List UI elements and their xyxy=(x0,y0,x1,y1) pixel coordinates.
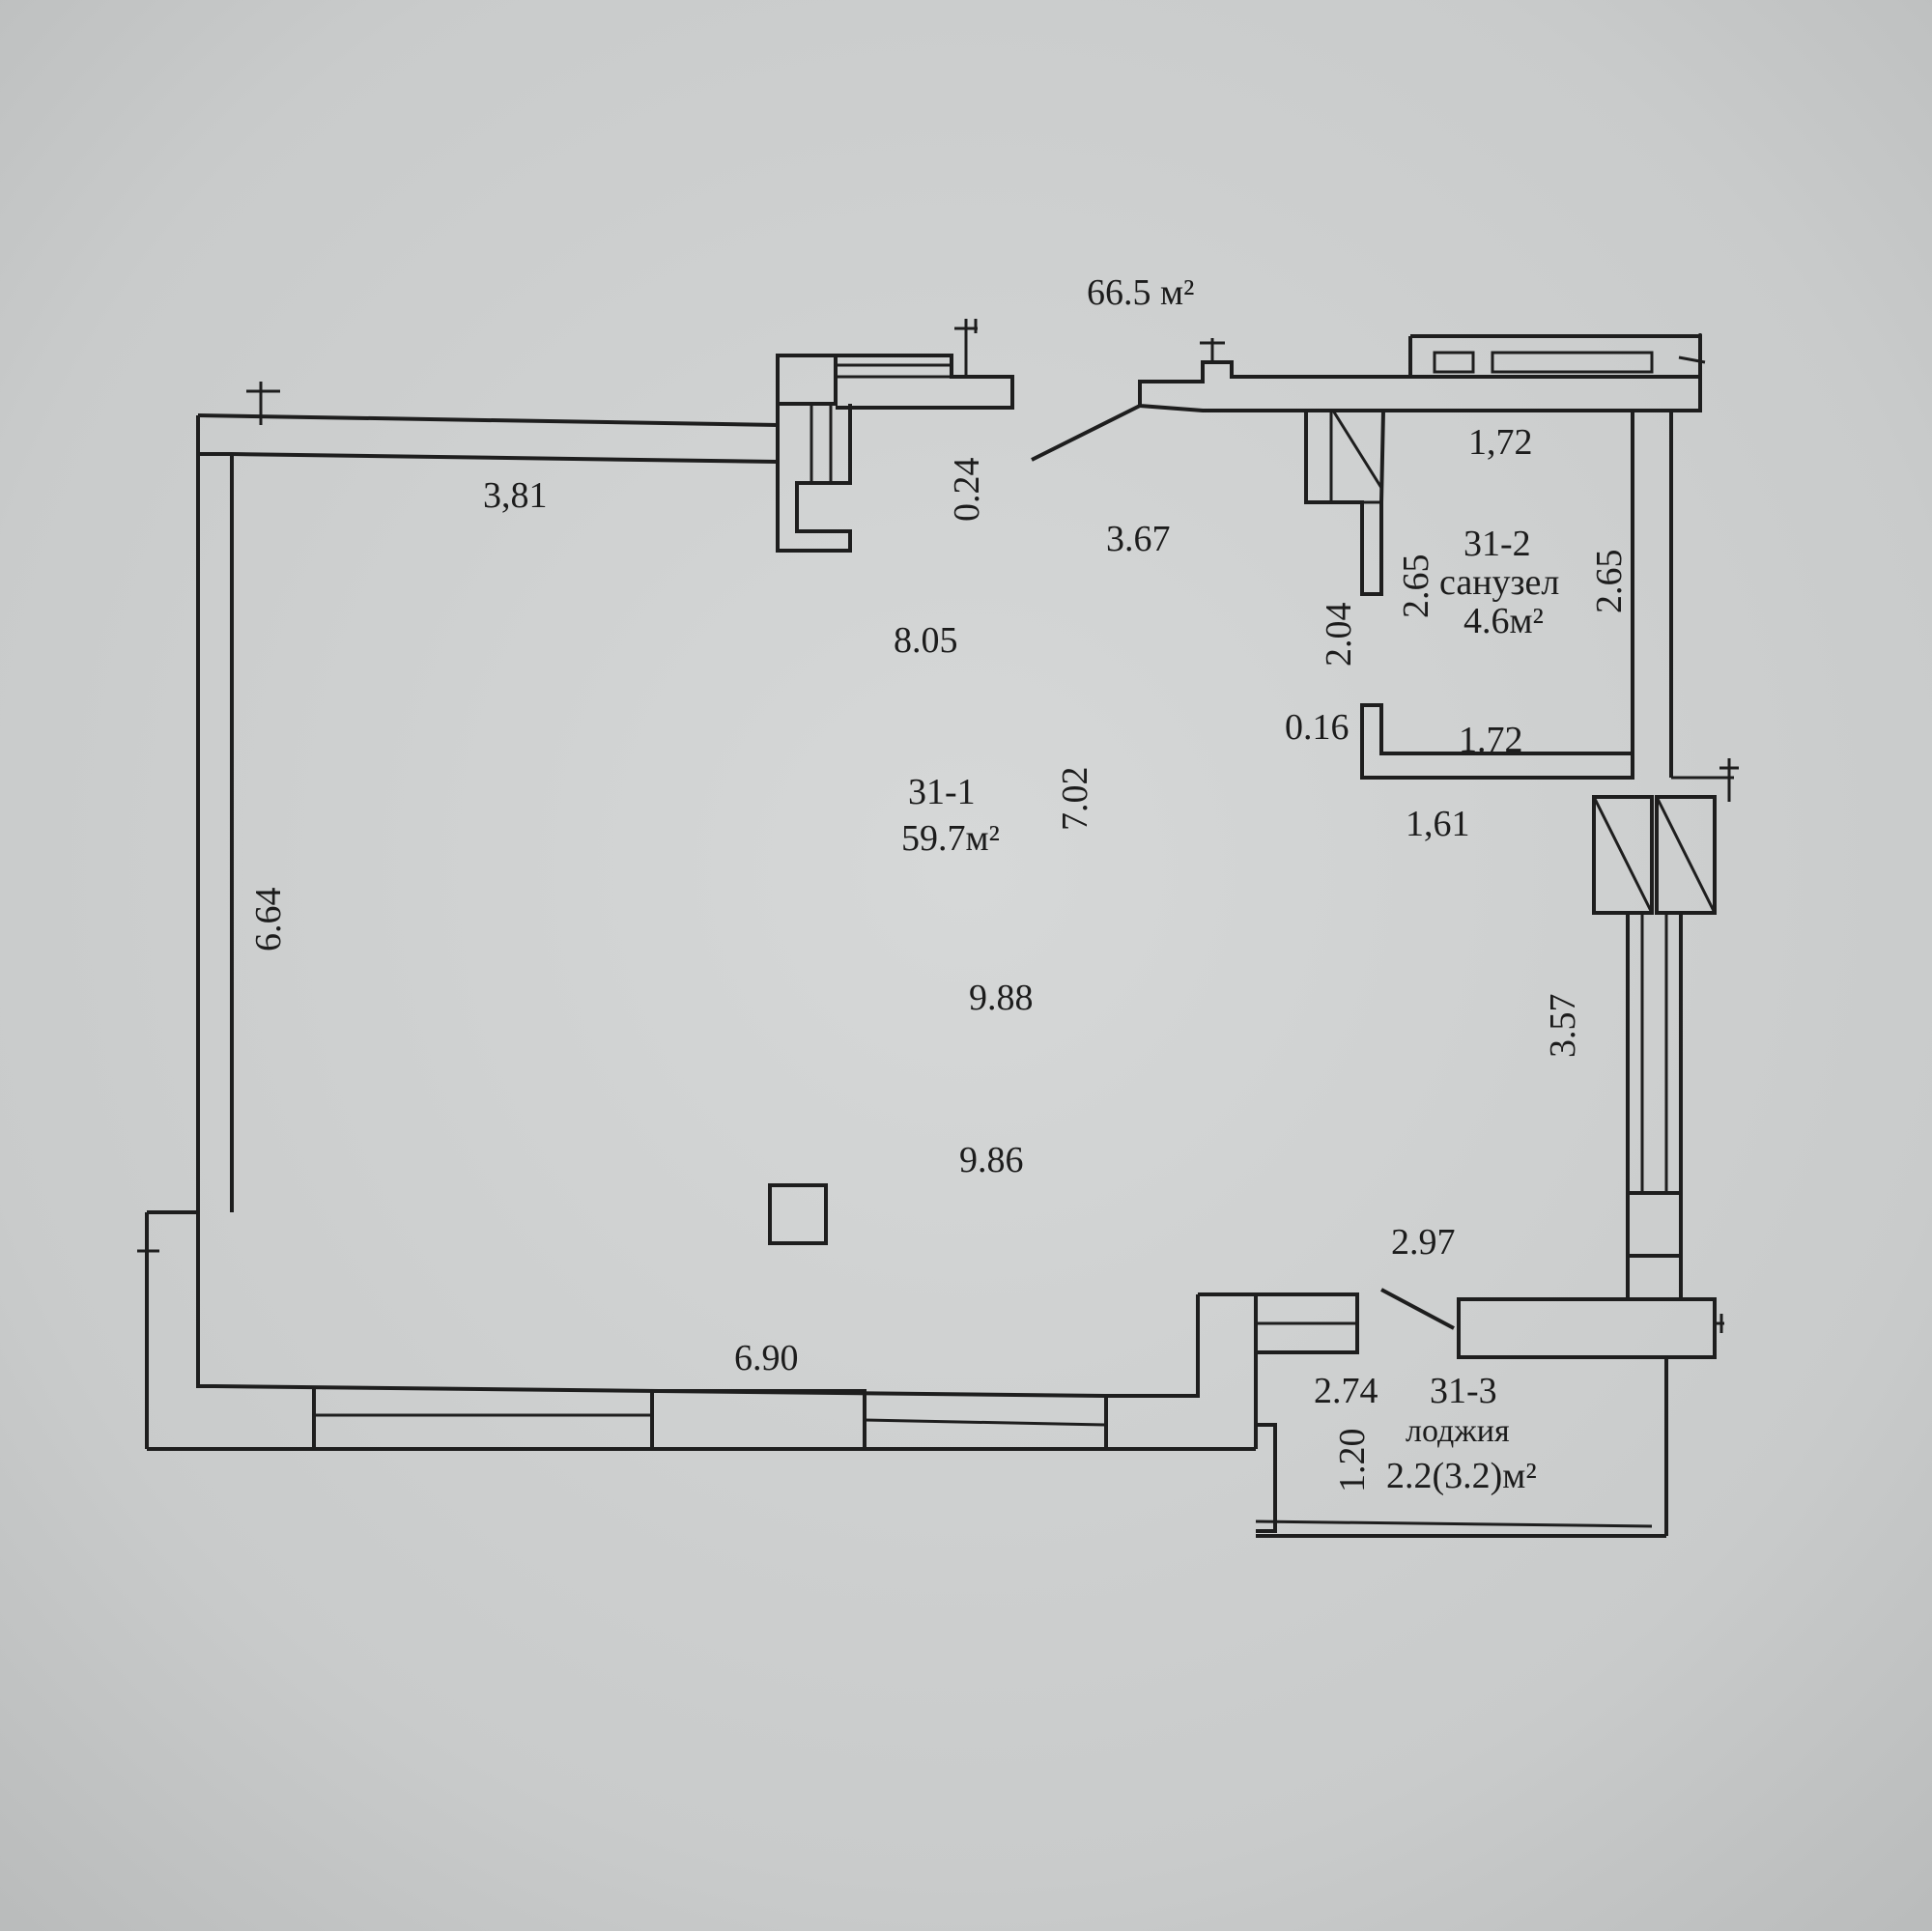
dim-3-67: 3.67 xyxy=(1106,519,1171,559)
dim-3-57: 3.57 xyxy=(1543,994,1583,1059)
loggia-room-number: 31-3 xyxy=(1430,1371,1497,1411)
dim-3-81: 3,81 xyxy=(483,475,548,516)
loggia-room-area: 2.2(3.2)м² xyxy=(1386,1456,1537,1496)
loggia-room-name: лоджия xyxy=(1406,1413,1510,1449)
main-room-walls xyxy=(137,319,1739,1538)
bath-room-number: 31-2 xyxy=(1463,524,1531,564)
dim-1-20: 1.20 xyxy=(1332,1429,1373,1493)
dim-1-72-top: 1,72 xyxy=(1468,422,1533,463)
bath-room-name: санузел xyxy=(1439,562,1559,603)
dim-0-24: 0.24 xyxy=(947,458,987,523)
dim-2-97: 2.97 xyxy=(1391,1222,1456,1263)
main-room-area: 59.7м² xyxy=(901,818,1000,859)
dim-1-72-bottom: 1.72 xyxy=(1459,720,1523,760)
dim-9-86: 9.86 xyxy=(959,1140,1024,1180)
dim-2-04: 2.04 xyxy=(1319,603,1359,667)
dim-8-05: 8.05 xyxy=(894,620,958,661)
dim-6-90: 6.90 xyxy=(734,1338,799,1378)
dim-2-74: 2.74 xyxy=(1314,1371,1378,1411)
dim-2-65-left: 2.65 xyxy=(1396,554,1436,619)
dim-1-61: 1,61 xyxy=(1406,804,1470,844)
labels: 66.5 м² 3,81 0.24 3.67 8.05 31-1 59.7м² … xyxy=(248,272,1630,1496)
dim-7-02: 7.02 xyxy=(1055,767,1095,832)
main-room-number: 31-1 xyxy=(908,772,976,812)
dim-6-64: 6.64 xyxy=(248,888,289,952)
dim-2-65-right: 2.65 xyxy=(1589,550,1630,614)
total-area-label: 66.5 м² xyxy=(1087,272,1194,313)
dim-0-16: 0.16 xyxy=(1285,707,1350,748)
column-pillar xyxy=(768,1183,828,1245)
dim-9-88: 9.88 xyxy=(969,978,1034,1018)
bath-room-area: 4.6м² xyxy=(1463,601,1544,641)
